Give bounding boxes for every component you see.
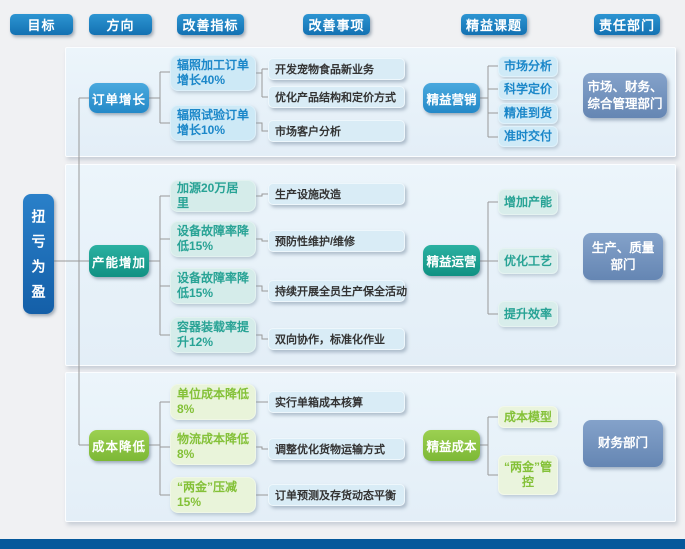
department-node: 市场、财务、综合管理部门 xyxy=(583,73,667,118)
legend-responsible-departments: 责任部门 xyxy=(594,14,660,35)
legend-lean-topics: 精益课题 xyxy=(461,14,527,35)
subtopic-node: 增加产能 xyxy=(498,189,558,215)
indicator-node: 单位成本降低8% xyxy=(170,384,256,420)
subtopic-node: 优化工艺 xyxy=(498,248,558,274)
action-node: 市场客户分析 xyxy=(268,120,405,142)
subtopic-node: 市场分析 xyxy=(498,56,558,77)
legend-improvement-actions: 改善事项 xyxy=(303,14,370,35)
subtopic-node: 成本模型 xyxy=(498,406,558,428)
legend-improvement-indicators: 改善指标 xyxy=(177,14,244,35)
topic-node-lean-operations: 精益运营 xyxy=(423,245,480,276)
indicator-node: 辐照加工订单增长40% xyxy=(170,55,256,91)
legend-direction: 方向 xyxy=(89,14,152,35)
action-node: 持续开展全员生产保全活动 xyxy=(268,280,407,302)
department-node: 财务部门 xyxy=(583,420,663,467)
footer-accent-bar xyxy=(0,539,685,549)
action-node: 生产设施改造 xyxy=(268,183,405,205)
indicator-node: 设备故障率降低15% xyxy=(170,268,256,304)
topic-node-lean-marketing: 精益营销 xyxy=(423,83,480,113)
action-node: 订单预测及存货动态平衡 xyxy=(268,484,405,506)
subtopic-node: 精准到货 xyxy=(498,103,558,124)
direction-node-cost: 成本降低 xyxy=(89,430,149,461)
indicator-node: 辐照试验订单增长10% xyxy=(170,105,256,141)
indicator-node: 物流成本降低8% xyxy=(170,429,256,465)
goal-node: 扭亏为盈 xyxy=(23,194,54,314)
action-node: 调整优化货物运输方式 xyxy=(268,438,405,460)
legend-goal: 目标 xyxy=(10,14,73,35)
indicator-node: “两金”压减15% xyxy=(170,477,256,513)
action-node: 优化产品结构和定价方式 xyxy=(268,86,405,108)
direction-node-capacity: 产能增加 xyxy=(89,245,149,277)
indicator-node: 设备故障率降低15% xyxy=(170,221,256,257)
indicator-node: 容器装载率提升12% xyxy=(170,317,256,353)
action-node: 双向协作，标准化作业 xyxy=(268,328,405,350)
action-node: 预防性维护/维修 xyxy=(268,230,405,252)
subtopic-node: “两金”管控 xyxy=(498,455,558,495)
action-node: 开发宠物食品新业务 xyxy=(268,58,405,80)
action-node: 实行单箱成本核算 xyxy=(268,391,405,413)
subtopic-node: 科学定价 xyxy=(498,79,558,100)
direction-node-orders: 订单增长 xyxy=(89,83,149,113)
department-node: 生产、质量部门 xyxy=(583,233,663,280)
subtopic-node: 准时交付 xyxy=(498,126,558,147)
subtopic-node: 提升效率 xyxy=(498,301,558,327)
indicator-node: 加源20万居里 xyxy=(170,180,256,212)
topic-node-lean-cost: 精益成本 xyxy=(423,430,480,461)
